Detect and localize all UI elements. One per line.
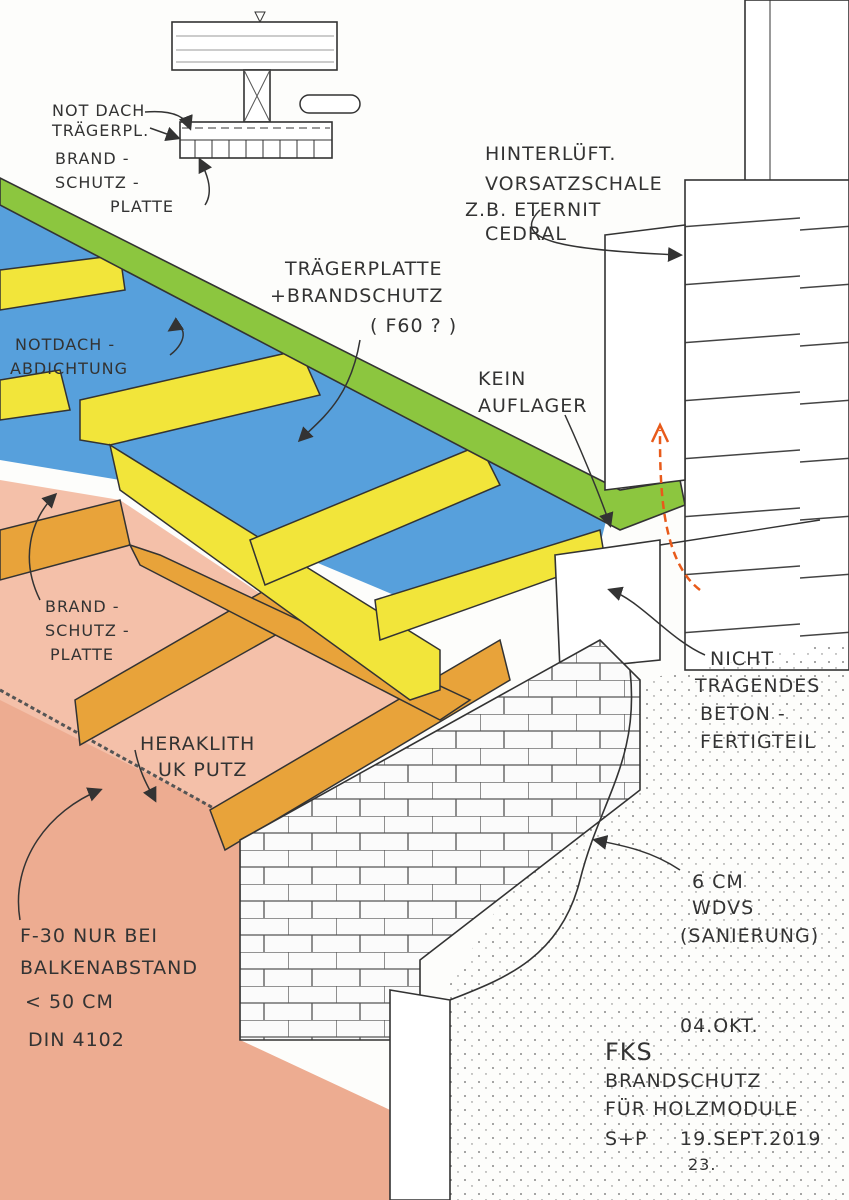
label-line: BRAND -	[45, 597, 120, 616]
label-brandschutzplatte-top: BRAND - SCHUTZ - PLATTE	[55, 149, 174, 216]
title-block: 04.OKT. FKS BRANDSCHUTZ FÜR HOLZMODULE S…	[605, 1015, 821, 1174]
label-line: FERTIGTEIL	[700, 731, 816, 753]
label-vorsatzschale: HINTERLÜFT. VORSATZSCHALE Z.B. ETERNIT C…	[465, 142, 663, 245]
label-line: < 50 CM	[25, 991, 114, 1013]
label-line: F-30 NUR BEI	[20, 925, 158, 947]
label-line: UK PUTZ	[158, 759, 247, 781]
label-line: BRAND -	[55, 149, 130, 168]
yellow-joists	[0, 254, 606, 701]
label-line: BALKENABSTAND	[20, 957, 198, 979]
facade-vorsatzschale	[554, 0, 849, 671]
label-line: Z.B. ETERNIT	[465, 199, 601, 221]
label-line: HINTERLÜFT.	[485, 142, 616, 165]
label-line: SCHUTZ -	[55, 173, 140, 192]
label-line: BETON -	[700, 703, 786, 725]
label-notdach-abdichtung: NOTDACH - ABDICHTUNG	[10, 335, 128, 378]
label-line: (SANIERUNG)	[680, 925, 819, 947]
label-wdvs: 6 CM WDVS (SANIERUNG)	[680, 871, 819, 947]
label-line: TRÄGERPLATTE	[284, 257, 443, 280]
author: S+P	[605, 1128, 647, 1150]
label-line: TRAGENDES	[694, 675, 820, 697]
label-line: NOTDACH -	[15, 335, 115, 354]
masonry-wall	[239, 639, 641, 1200]
label-line: +BRANDSCHUTZ	[270, 285, 443, 307]
notdach-abdichtung-insulation	[0, 195, 610, 610]
label-line: 6 CM	[692, 871, 744, 893]
project-code: FKS	[605, 1038, 653, 1066]
revision-date: 04.OKT.	[680, 1015, 759, 1037]
label-line: AUFLAGER	[478, 395, 587, 417]
revision-day: 23.	[688, 1155, 716, 1174]
label-traegerplatte: TRÄGERPLATTE +BRANDSCHUTZ ( F60 ? )	[270, 257, 457, 337]
label-line: SCHUTZ -	[45, 621, 130, 640]
label-line: NICHT	[710, 648, 774, 670]
ventilation-arrow	[658, 429, 701, 591]
title-line: BRANDSCHUTZ	[605, 1070, 761, 1092]
label-f30: F-30 NUR BEI BALKENABSTAND < 50 CM DIN 4…	[20, 925, 198, 1051]
label-line: NOT DACH	[52, 101, 145, 120]
label-line: HERAKLITH	[140, 733, 255, 755]
label-betonfertigteil: NICHT TRAGENDES BETON - FERTIGTEIL	[694, 648, 820, 753]
label-line: PLATTE	[110, 197, 174, 216]
label-heraklith: HERAKLITH UK PUTZ	[140, 733, 255, 781]
label-line: CEDRAL	[485, 223, 567, 245]
label-line: TRÄGERPL.	[51, 121, 149, 140]
label-brandschutzplatte-left: BRAND - SCHUTZ - PLATTE	[45, 597, 130, 664]
label-kein-auflager: KEIN AUFLAGER	[478, 368, 587, 417]
drawing-date: 19.SEPT.2019	[680, 1128, 821, 1150]
label-line: VORSATZSCHALE	[485, 173, 663, 195]
label-line: PLATTE	[50, 645, 114, 664]
title-line: FÜR HOLZMODULE	[605, 1097, 798, 1120]
label-line: WDVS	[692, 897, 754, 919]
ground-soil	[440, 640, 849, 1200]
label-line: DIN 4102	[28, 1029, 125, 1051]
label-line: KEIN	[478, 368, 526, 390]
top-detail-section	[171, 11, 361, 159]
wdvs-insulation-line	[449, 669, 633, 1001]
label-line: ABDICHTUNG	[10, 359, 128, 378]
label-line: ( F60 ? )	[370, 315, 457, 337]
label-notdach-traegerpl: NOT DACH TRÄGERPL.	[51, 101, 149, 140]
